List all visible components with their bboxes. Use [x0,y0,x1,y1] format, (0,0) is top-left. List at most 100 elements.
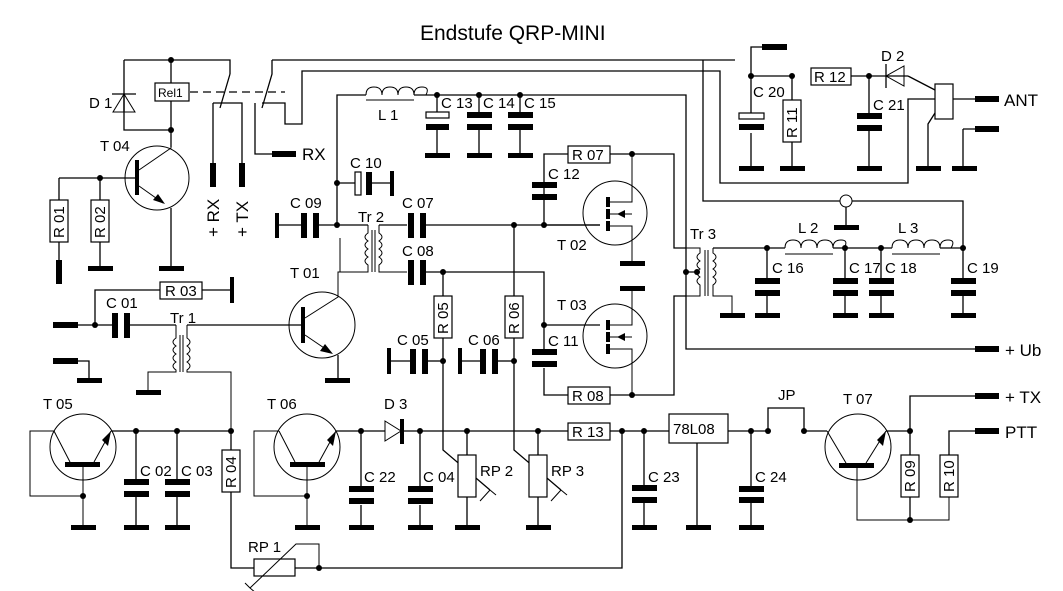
capacitor-c07-label: C 07 [402,195,434,212]
capacitor-c14: C 14 [467,92,515,158]
resistor-r08: R 08 [567,295,686,405]
capacitor-c15: C 15 [508,92,556,158]
transistor-t04-label: T 04 [100,138,130,155]
mosfet-t02: T 02 [544,154,648,266]
capacitor-c12: C 12 [532,166,580,200]
diode-d3-label: D 3 [384,396,407,413]
capacitor-c09-label: C 09 [290,195,322,212]
transistor-t06: T 06 [253,396,341,530]
resistor-r03: R 03 [94,277,234,325]
plus-tx-label-right: + TX [1005,388,1041,407]
relay-rel1-label: Rel1 [158,86,183,100]
resistor-r02: R 02 [88,178,113,271]
capacitor-c01-label: C 01 [106,295,138,312]
resistor-r10-label: R 10 [941,460,958,492]
plus-tx-terminal-right[interactable] [975,393,999,399]
transistor-t05: T 05 [29,396,117,530]
resistor-r10: R 10 [939,430,975,498]
capacitor-c08: C 08 [402,243,545,325]
transistor-t01: T 01 [288,238,356,383]
mosfet-t02-label: T 02 [557,237,587,254]
rx-terminal[interactable] [272,151,296,157]
capacitor-c17: C 17 [833,248,881,318]
capacitor-c22-label: C 22 [364,469,396,486]
resistor-r09-label: R 09 [902,460,919,492]
coax-shield-symbol [839,194,853,208]
detector-output-terminal[interactable] [975,126,999,132]
inductor-l1: L 1 [365,86,687,226]
capacitor-c09: C 09 [275,195,368,238]
capacitor-c03: C 03 [165,431,213,530]
resistor-r01-label: R 01 [51,206,68,238]
capacitor-c08-label: C 08 [402,243,434,260]
capacitor-c24-label: C 24 [755,469,787,486]
capacitor-c19: C 19 [951,248,999,318]
inductor-l1-label: L 1 [378,107,398,124]
plus-rx-terminal[interactable] [210,163,216,187]
resistor-r09: R 09 [900,431,920,520]
capacitor-c21-label: C 21 [873,97,905,114]
relay-rel1 [154,82,190,102]
transistor-t07: T 07 [824,391,950,523]
potentiometer-rp2-label: RP 2 [480,463,513,480]
potentiometer-rp2: RP 2 [455,431,513,530]
capacitor-c12-label: C 12 [548,166,580,183]
resistor-r11-label: R 11 [784,107,801,138]
plus-ub-terminal[interactable] [975,346,999,352]
jumper-jp[interactable]: JP [765,387,827,434]
resistor-r02-label: R 02 [92,206,109,238]
resistor-r08-label: R 08 [572,388,604,405]
resistor-r04: R 04 [221,431,254,569]
capacitor-c01: C 01 [106,295,176,338]
capacitor-c20-label: C 20 [753,84,785,101]
rf-input-terminal[interactable] [53,322,78,328]
capacitor-c06-label: C 06 [468,332,500,349]
plus-ub-label: + Ub [1005,341,1041,360]
capacitor-c19-label: C 19 [967,260,999,277]
capacitor-c23-label: C 23 [648,469,680,486]
input-ground-terminal[interactable] [53,358,78,364]
regulator-78l08-label: 78L08 [673,421,715,438]
rx-terminal-label: RX [302,145,326,164]
capacitor-c04: C 04 [408,431,455,530]
inductor-l2: L 2 [767,220,892,255]
resistor-r07: R 07 [543,145,686,249]
potentiometer-rp3: RP 3 [526,431,584,530]
capacitor-c16: C 16 [755,248,804,318]
transistor-t07-label: T 07 [843,391,873,408]
capacitor-c22: C 22 [349,431,396,530]
transistor-t01-label: T 01 [290,265,320,282]
inductor-l2-label: L 2 [798,220,818,237]
ptt-terminal[interactable] [975,428,999,434]
diode-d1: D 1 [89,93,136,113]
transformer-tr3: Tr 3 [683,226,975,350]
capacitor-c11: C 11 [532,325,579,396]
current-transformer [934,83,954,120]
capacitor-c13-label: C 13 [441,95,473,112]
transformer-tr1-label: Tr 1 [170,310,196,327]
capacitor-c13: C 13 [425,92,473,158]
ptt-label: PTT [1005,423,1037,442]
transformer-tr1: Tr 1 [136,310,302,430]
diode-d3: D 3 [384,396,407,444]
inductor-l3: L 3 [891,220,963,255]
capacitor-c10: C 10 [337,155,394,196]
jumper-jp-label: JP [778,387,796,404]
transistor-t05-label: T 05 [43,396,73,413]
capacitor-c11-label: C 11 [548,333,579,350]
transistor-t06-label: T 06 [267,396,297,413]
ant-terminal-label: ANT [1004,91,1038,110]
plus-tx-label-left: + TX [233,201,252,237]
ant-terminal[interactable] [975,96,999,102]
capacitor-c06: C 06 [458,332,514,374]
plus-tx-terminal-left[interactable] [239,163,245,187]
transformer-tr3-label: Tr 3 [690,226,716,243]
coax-feedline [702,60,964,248]
detector-circuit: C 20 R 11 R 12 C 21 D 2 [738,44,977,171]
resistor-r03-label: R 03 [165,283,197,300]
capacitor-c15-label: C 15 [524,95,556,112]
capacitor-c02: C 02 [124,431,172,530]
capacitor-c14-label: C 14 [483,95,515,112]
resistor-r13-label: R 13 [572,424,604,441]
